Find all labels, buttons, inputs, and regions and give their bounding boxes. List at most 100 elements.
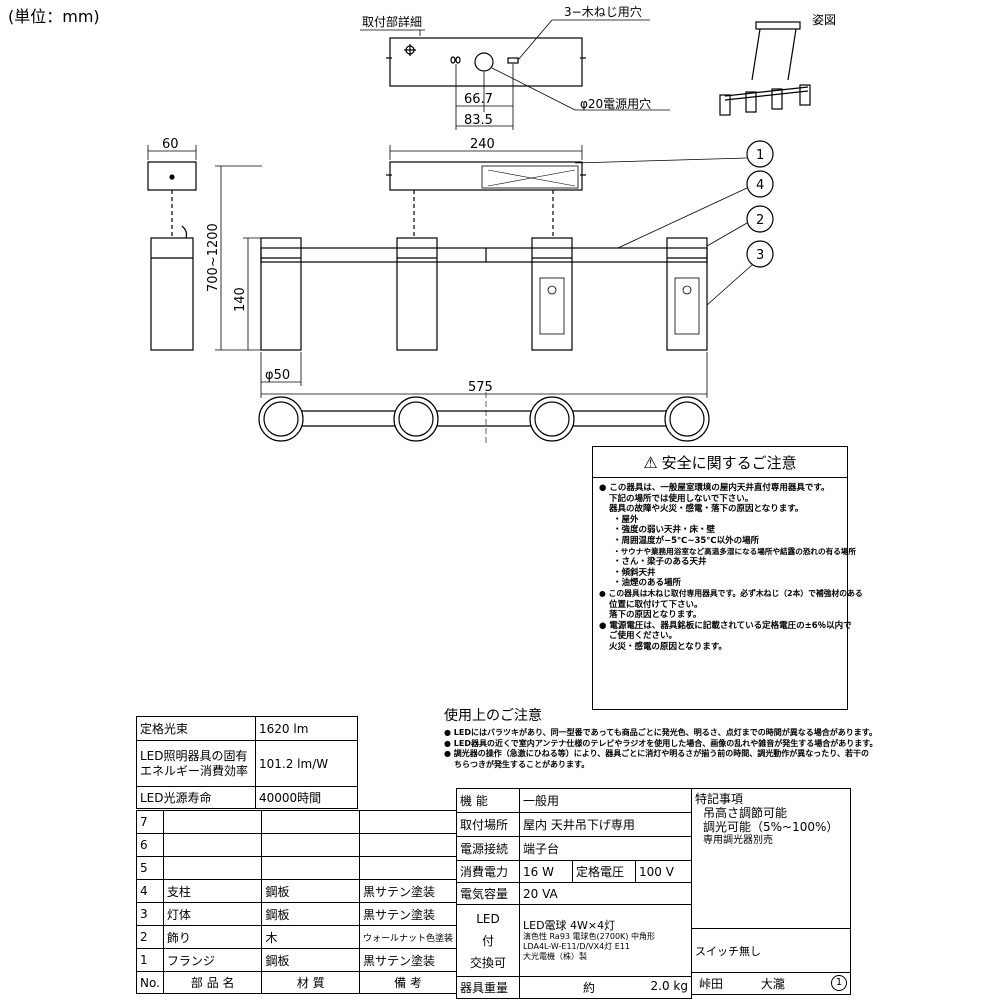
parts-header-mat: 材 質 — [261, 971, 360, 994]
shade-3 — [531, 237, 573, 351]
led-line-1: LED電球 4W×4灯 — [523, 919, 616, 932]
callout-1: 1 — [756, 148, 764, 163]
parts-name — [162, 856, 263, 880]
parts-name: 支柱 — [162, 879, 263, 903]
led-line-3: LDA4L-W-E11/D/VX4灯 E11 — [523, 942, 630, 951]
flux-value: 1620 lm — [255, 716, 358, 741]
parts-name: 飾り — [162, 925, 263, 949]
parts-header-name: 部 品 名 — [162, 971, 263, 994]
parts-finish — [358, 856, 458, 880]
parts-header-finish: 備 考 — [358, 971, 458, 994]
detail-title: 取付部詳細 — [362, 14, 422, 29]
eff-value: 101.2 lm/W — [255, 740, 358, 787]
volt-label: 定格電圧 — [572, 860, 636, 883]
callout-2: 2 — [756, 213, 764, 228]
parts-finish — [358, 810, 458, 834]
notes-title: 特記事項 — [695, 792, 744, 806]
callout-3: 3 — [756, 248, 764, 263]
unit-label: (単位：mm) — [8, 7, 100, 26]
side-shade — [150, 237, 194, 351]
parts-no: 2 — [136, 925, 164, 949]
parts-finish: ウォールナット色塗装 — [358, 925, 458, 949]
notes-table: 特記事項 吊高さ調節可能 調光可能（5%~100%） 専用調光器別売 スイッチ無… — [691, 788, 851, 995]
life-value: 40000時間 — [255, 786, 358, 809]
dim-575: 575 — [468, 380, 493, 395]
power-hole-label: φ20電源用穴 — [580, 96, 651, 111]
mount-value: 屋内 天井吊下げ専用 — [519, 812, 692, 837]
led-line-4: 大光電機（株）製 — [523, 952, 587, 961]
parts-mat: 鋼板 — [261, 902, 360, 926]
parts-mat — [261, 833, 360, 857]
flux-label: 定格光束 — [136, 716, 256, 741]
parts-mat: 木 — [261, 925, 360, 949]
safety-header: ⚠ 安全に関するご注意 — [593, 447, 847, 478]
dim-83-5: 83.5 — [464, 113, 493, 128]
usage-title: 使用上のご注意 — [444, 708, 542, 724]
dim-700-1200: 700~1200 — [206, 223, 221, 292]
dim-phi-50: φ50 — [265, 368, 290, 383]
parts-header-no: No. — [136, 971, 164, 994]
safety-title: 安全に関するご注意 — [661, 453, 797, 472]
func-label: 機 能 — [456, 788, 520, 813]
parts-name — [162, 810, 263, 834]
power-value: 16 W — [519, 860, 573, 883]
notes-line-2: 調光可能（5%~100%） — [703, 820, 839, 834]
mount-label: 取付場所 — [456, 812, 520, 837]
parts-no: 7 — [136, 810, 164, 834]
person-1: 峠田 — [699, 977, 724, 991]
parts-row: 7 — [136, 810, 458, 834]
eff-label-2: エネルギー消費効率 — [140, 763, 249, 778]
parts-finish: 黒サテン塗装 — [358, 902, 458, 926]
power-hole — [474, 52, 494, 72]
callout-4: 4 — [756, 178, 764, 193]
parts-mat — [261, 856, 360, 880]
led-line-2: 演色性 Ra93 電球色(2700K) 中角形 — [523, 932, 655, 941]
dim-60: 60 — [162, 137, 179, 152]
topview-ring-2 — [393, 396, 439, 442]
topview-ring-4 — [664, 396, 710, 442]
conn-value: 端子台 — [519, 836, 692, 861]
parts-name — [162, 833, 263, 857]
parts-name: フランジ — [162, 948, 263, 972]
notes-line-3: 専用調光器別売 — [703, 835, 773, 846]
safety-box: ⚠ 安全に関するご注意 ● この器具は、一般屋室環境の屋内天井直付専用器具です。… — [592, 446, 863, 710]
shade-2 — [396, 237, 438, 351]
parts-no: 3 — [136, 902, 164, 926]
parts-finish — [358, 833, 458, 857]
conn-label: 電源接続 — [456, 836, 520, 861]
func-value: 一般用 — [519, 788, 692, 813]
front-bar — [260, 247, 708, 263]
dim-66-7: 66.7 — [464, 92, 493, 107]
weight-value: 2.0 kg — [650, 979, 688, 993]
switch-note: スイッチ無し — [691, 928, 851, 973]
topview-ring-3 — [529, 396, 575, 442]
parts-no: 5 — [136, 856, 164, 880]
parts-no: 4 — [136, 879, 164, 903]
eff-label-1: LED照明器具の固有 — [140, 748, 248, 763]
view-label: 姿図 — [812, 13, 836, 27]
topview-ring-1 — [258, 396, 304, 442]
led-label-3: 交換可 — [469, 955, 506, 970]
shade-1 — [260, 237, 302, 351]
parts-row: 5 — [136, 856, 458, 880]
mount-detail-plate — [389, 37, 583, 87]
power-label: 消費電力 — [456, 860, 520, 883]
life-label: LED光源寿命 — [136, 786, 256, 809]
parts-no: 6 — [136, 833, 164, 857]
revision-mark: 1 — [831, 975, 847, 991]
parts-mat — [261, 810, 360, 834]
parts-finish: 黒サテン塗装 — [358, 948, 458, 972]
safety-lines: ● この器具は、一般屋室環境の屋内天井直付専用器具です。 下記の場所では使用しな… — [599, 483, 863, 652]
volt-value: 100 V — [635, 860, 692, 883]
weight-label: 器具重量 — [456, 976, 520, 999]
parts-mat: 鋼板 — [261, 948, 360, 972]
led-label-1: LED — [476, 911, 500, 926]
screw-hole-label: 3−木ねじ用穴 — [564, 4, 642, 19]
parts-mat: 鋼板 — [261, 879, 360, 903]
dim-140: 140 — [233, 287, 248, 312]
